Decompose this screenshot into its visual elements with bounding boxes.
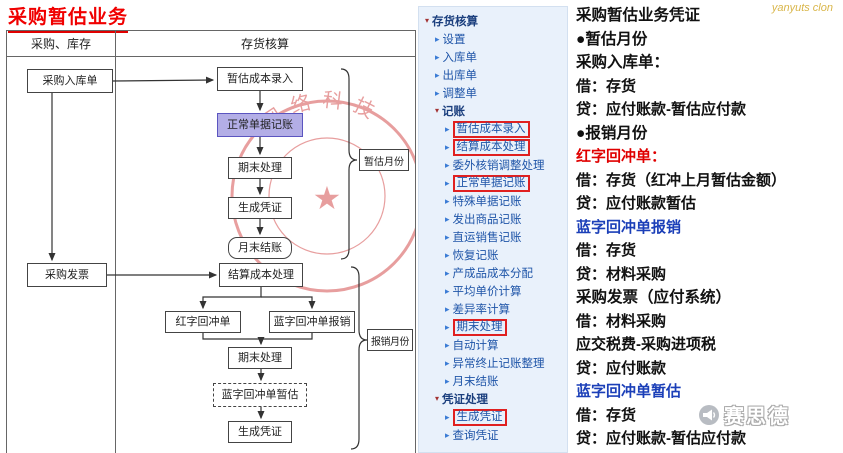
menu-item-month-end-close[interactable]: ▸月末结账: [445, 375, 499, 388]
menu-item-abnormal-stop-posting-cleanup[interactable]: ▸异常终止记账整理: [445, 357, 545, 370]
entry-line: 应交税费-采购进项税: [576, 336, 716, 353]
node-settlement-cost-process: 结算成本处理: [219, 263, 303, 287]
menu-item-inbound-order[interactable]: ▸入库单: [435, 51, 478, 64]
node-blue-reversal-reimburse: 蓝字回冲单报销: [269, 311, 355, 333]
page-title: 采购暂估业务: [8, 2, 129, 33]
menu-item-direct-sales-posting[interactable]: ▸直运销售记账: [445, 231, 522, 244]
menu-item-shipped-goods-posting[interactable]: ▸发出商品记账: [445, 213, 522, 226]
entries-blue-reversal-estimate: 蓝字回冲单暂估: [576, 383, 682, 400]
entries-title: 采购暂估业务凭证: [576, 7, 701, 24]
menu-item-period-end-process[interactable]: ▸期末处理: [421, 318, 565, 336]
entries-red-reversal: 红字回冲单：: [576, 148, 667, 165]
arrow-bullet-icon: ▸: [445, 339, 450, 350]
entries-section-est-month: ●暂估月份: [576, 30, 648, 48]
menu-group-inventory-accounting[interactable]: ▾存货核算: [425, 16, 479, 28]
menu-item-query-voucher[interactable]: ▸查询凭证: [445, 429, 499, 442]
arrow-bullet-icon: ▸: [445, 177, 450, 188]
arrow-bullet-icon: ▸: [445, 231, 450, 242]
node-normal-doc-posting: 正常单据记账: [217, 113, 303, 137]
flowchart-col-header-inventory-accounting: 存货核算: [115, 31, 415, 57]
menu-group-posting[interactable]: ▾记账: [435, 106, 466, 118]
menu-item-auto-calc[interactable]: ▸自动计算: [445, 339, 499, 352]
arrow-bullet-icon: ▸: [435, 33, 440, 44]
entry-line: 贷：应付账款暂估: [576, 195, 697, 212]
node-period-end-2: 期末处理: [228, 347, 292, 369]
arrow-bullet-icon: ▸: [435, 51, 440, 62]
flowchart-column-divider: [115, 31, 116, 453]
triangle-expand-icon: ▾: [435, 106, 440, 115]
menu-item-normal-doc-posting[interactable]: ▸正常单据记账: [421, 174, 565, 192]
entry-line: 贷：材料采购: [576, 265, 667, 283]
node-period-end-1: 期末处理: [228, 157, 292, 179]
arrow-bullet-icon: ▸: [435, 69, 440, 80]
node-month-end-close: 月末结账: [228, 237, 292, 259]
corner-watermark: yanyuts clon: [771, 2, 833, 14]
node-estimate-cost-entry: 暂估成本录入: [217, 67, 303, 91]
triangle-expand-icon: ▾: [425, 16, 430, 25]
node-purchase-inbound-order: 采购入库单: [27, 69, 113, 93]
arrow-bullet-icon: ▸: [445, 195, 450, 206]
arrow-bullet-icon: ▸: [445, 321, 450, 332]
arrow-bullet-icon: ▸: [445, 357, 450, 368]
entries-blue-reversal-reimburse: 蓝字回冲单报销: [576, 218, 682, 236]
node-generate-voucher-1: 生成凭证: [228, 197, 292, 219]
menu-item-outsourcing-writeoff-adjust[interactable]: ▸委外核销调整处理: [445, 159, 545, 172]
entries-purchase-inbound: 采购入库单：: [576, 54, 670, 71]
arrow-bullet-icon: ▸: [445, 375, 450, 386]
arrow-bullet-icon: ▸: [435, 87, 440, 98]
menu-item-finished-goods-cost-alloc[interactable]: ▸产成品成本分配: [445, 267, 534, 280]
triangle-expand-icon: ▾: [435, 394, 440, 403]
entry-line: 借：存货: [576, 242, 637, 259]
arrow-bullet-icon: ▸: [445, 213, 450, 224]
flowchart-connectors: [48, 68, 368, 450]
arrow-bullet-icon: ▸: [445, 123, 450, 134]
entries-section-reimb-month: ●报销月份: [576, 124, 648, 142]
entry-line: 贷：应付账款-暂估应付款: [576, 430, 746, 447]
node-red-reversal-order: 红字回冲单: [165, 311, 241, 333]
accounting-entries-panel: 采购暂估业务凭证 ●暂估月份 采购入库单： 借：存货 贷：应付账款-暂估应付款 …: [576, 4, 840, 451]
entry-line: 借：存货: [576, 406, 637, 424]
flowchart-col-header-purchase-inventory: 采购、库存: [7, 31, 115, 57]
entry-line: 贷：应付账款-暂估应付款: [576, 101, 746, 118]
menu-item-settlement-cost-process[interactable]: ▸结算成本处理: [421, 138, 565, 156]
entry-line: 贷：应付账款: [576, 359, 667, 377]
arrow-bullet-icon: ▸: [445, 303, 450, 314]
megaphone-icon: [699, 404, 719, 425]
arrow-bullet-icon: ▸: [445, 249, 450, 260]
menu-group-voucher-processing[interactable]: ▾凭证处理: [435, 394, 489, 406]
menu-item-generate-voucher[interactable]: ▸生成凭证: [421, 408, 565, 426]
arrow-bullet-icon: ▸: [445, 411, 450, 422]
menu-item-settings[interactable]: ▸设置: [435, 33, 466, 46]
entry-line: 借：存货（红冲上月暂估金额）: [576, 171, 787, 189]
menu-item-variance-rate-calc[interactable]: ▸差异率计算: [445, 303, 511, 316]
software-menu-tree: ▾存货核算 ▸设置 ▸入库单 ▸出库单 ▸调整单 ▾记账 ▸暂估成本录入 ▸结算…: [418, 6, 568, 453]
node-generate-voucher-2: 生成凭证: [228, 421, 292, 443]
brand-watermark: 赛思德: [698, 400, 790, 429]
menu-item-estimate-cost-entry[interactable]: ▸暂估成本录入: [421, 120, 565, 138]
menu-item-adjustment-order[interactable]: ▸调整单: [435, 87, 478, 100]
arrow-bullet-icon: ▸: [445, 267, 450, 278]
arrow-bullet-icon: ▸: [445, 141, 450, 152]
entry-line: 借：材料采购: [576, 312, 667, 330]
arrow-bullet-icon: ▸: [445, 429, 450, 440]
brace-label-estimate-month: 暂估月份: [359, 149, 409, 171]
menu-item-average-price-calc[interactable]: ▸平均单价计算: [445, 285, 522, 298]
brace-label-reimburse-month: 报销月份: [367, 329, 413, 351]
menu-item-restore-posting[interactable]: ▸恢复记账: [445, 249, 499, 262]
arrow-bullet-icon: ▸: [445, 285, 450, 296]
node-purchase-invoice: 采购发票: [27, 263, 107, 287]
entries-purchase-invoice: 采购发票（应付系统）: [576, 289, 732, 306]
entry-line: 借：存货: [576, 77, 637, 95]
menu-item-outbound-order[interactable]: ▸出库单: [435, 69, 478, 82]
brand-name: 赛思德: [724, 406, 790, 428]
arrow-bullet-icon: ▸: [445, 159, 450, 170]
flowchart-panel: 网络科技 ★: [6, 30, 416, 453]
node-blue-reversal-estimate: 蓝字回冲单暂估: [213, 383, 307, 407]
menu-item-special-doc-posting[interactable]: ▸特殊单据记账: [445, 195, 522, 208]
